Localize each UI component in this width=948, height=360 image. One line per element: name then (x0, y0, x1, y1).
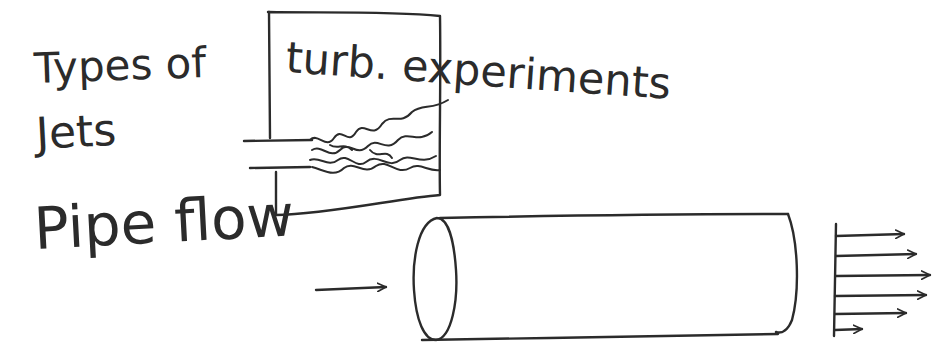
velocity-profile-arrow (835, 329, 862, 330)
jet-nozzle (244, 140, 312, 168)
category-label: Pipe flow (32, 186, 295, 258)
velocity-profile-arrow (835, 313, 906, 314)
pipe-outlet-arc (776, 214, 797, 333)
heading-text: turb. experiments (285, 36, 673, 106)
heading-text: Types of (33, 42, 207, 90)
velocity-profile-arrow (836, 275, 930, 276)
flow-arrow (316, 287, 386, 290)
pipe-wall (422, 214, 788, 340)
jet-plume (310, 100, 448, 173)
pipe-inlet-ellipse (414, 218, 457, 340)
velocity-profile-arrow (835, 295, 926, 296)
velocity-profile-arrow (836, 254, 916, 256)
velocity-profile-axis (834, 224, 836, 336)
velocity-profile-arrow (836, 234, 904, 236)
category-label: Jets (35, 108, 117, 156)
